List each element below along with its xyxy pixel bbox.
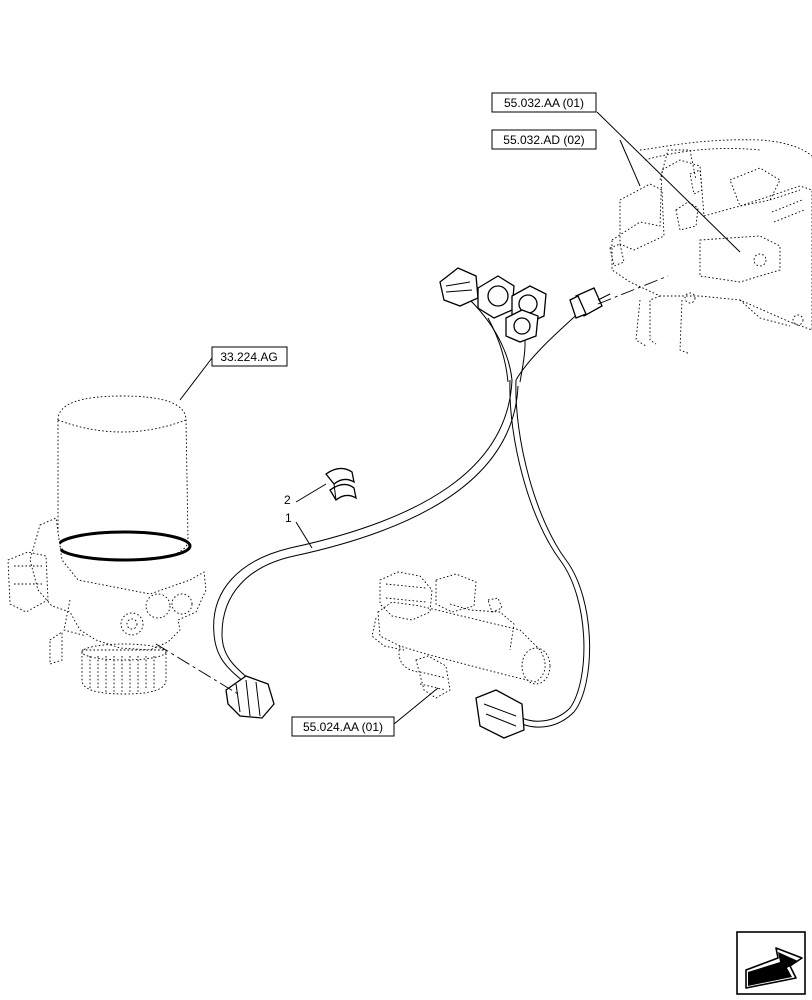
connector-top-middle: [477, 275, 515, 319]
wiring-harness: [213, 267, 611, 739]
connector-right-plug: [569, 287, 611, 319]
ref-box-valve-top[interactable]: 55.032.AA (01): [491, 92, 597, 113]
ref-box-sensor[interactable]: 55.024.AA (01): [291, 716, 395, 737]
leader-item-2: [295, 483, 327, 503]
leader-dryer: [179, 357, 213, 401]
air-dryer-assembly: [7, 395, 207, 695]
valve-block-assembly: [609, 139, 812, 355]
ref-label-valve-top: 55.032.AA (01): [504, 96, 584, 110]
leader-valve-top: [596, 111, 741, 253]
connector-sensor: [475, 689, 525, 739]
sensor-assembly: [371, 571, 551, 699]
connector-dryer: [225, 675, 275, 719]
ref-box-valve-second[interactable]: 55.032.AD (02): [491, 129, 597, 150]
connection-line-dryer: [155, 643, 239, 695]
cable-clip: [325, 467, 357, 501]
ref-label-sensor: 55.024.AA (01): [303, 720, 383, 734]
callout-item-2: 2: [284, 493, 291, 507]
connection-line-valve: [597, 275, 669, 305]
ref-box-dryer[interactable]: 33.224.AG: [211, 346, 288, 367]
leader-valve-second: [619, 139, 641, 187]
connector-top-left: [439, 267, 479, 307]
connector-right-lower: [505, 309, 539, 343]
leader-sensor: [393, 687, 439, 725]
ref-label-valve-second: 55.032.AD (02): [503, 133, 584, 147]
leader-item-1: [295, 521, 313, 549]
ref-label-dryer: 33.224.AG: [220, 350, 277, 364]
next-page-arrow-icon[interactable]: [736, 931, 806, 995]
callout-item-1: 1: [285, 511, 292, 525]
